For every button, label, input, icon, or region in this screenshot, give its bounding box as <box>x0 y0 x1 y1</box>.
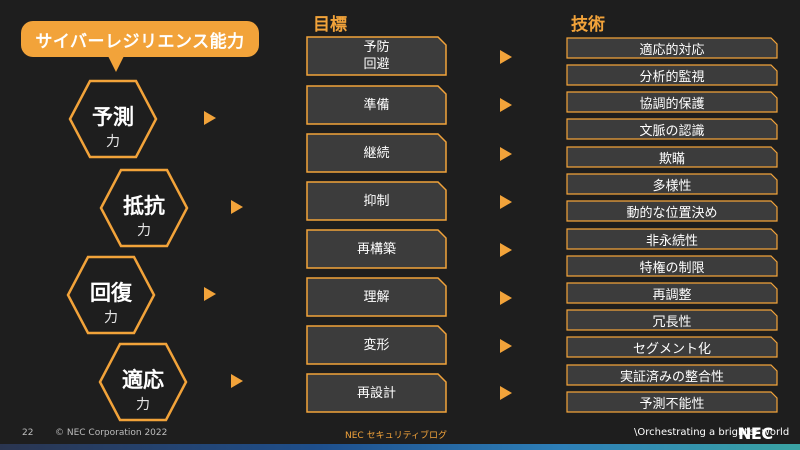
brand-tagline: \Orchestrating a brighter world <box>634 427 790 438</box>
badge-label: サイバーレジリエンス能力 <box>35 31 245 52</box>
technique-box: 多様性 <box>566 173 778 195</box>
technique-box: 冗長性 <box>566 309 778 331</box>
technique-box: 予測不能性 <box>566 391 778 413</box>
technique-box: 適応的対応 <box>566 37 778 59</box>
arrow-right-icon <box>500 147 512 161</box>
technique-box: 実証済みの整合性 <box>566 364 778 386</box>
goal-label: 再構築 <box>356 241 396 257</box>
badge-pointer <box>108 56 124 72</box>
technique-label: 適応的対応 <box>639 42 705 58</box>
technique-label: 特権の制限 <box>639 260 705 276</box>
technique-box: 分析的監視 <box>566 64 778 86</box>
tech-column-header: 技術 <box>571 15 605 35</box>
technique-box: 再調整 <box>566 282 778 304</box>
arrow-right-icon <box>500 291 512 305</box>
goal-label: 予防 回避 <box>363 40 390 72</box>
cyber-resilience-capability-badge: サイバーレジリエンス能力 <box>21 21 259 57</box>
arrow-right-icon <box>204 287 216 301</box>
goal-box: 変形 <box>306 325 447 365</box>
footer-blog-name: NEC セキュリティブログ <box>345 431 448 441</box>
technique-label: 予測不能性 <box>639 396 705 412</box>
capability-name: 予測 <box>92 105 134 129</box>
goal-label: 抑制 <box>363 193 390 209</box>
arrow-right-icon <box>500 50 512 64</box>
goal-label: 準備 <box>363 97 390 113</box>
capability-suffix: 力 <box>104 310 118 326</box>
bottom-gradient-bar <box>0 444 800 450</box>
technique-label: 冗長性 <box>652 314 692 330</box>
technique-label: 実証済みの整合性 <box>619 369 724 385</box>
technique-box: 協調的保護 <box>566 91 778 113</box>
goal-label: 理解 <box>363 289 390 305</box>
capability-hexagon-resist: 抵抗 力 <box>99 168 189 248</box>
goal-box: 準備 <box>306 85 447 125</box>
technique-label: 動的な位置決め <box>626 205 718 221</box>
page-number: 22 <box>22 428 34 438</box>
technique-label: 非永続性 <box>645 233 698 249</box>
capability-hexagon-adapt: 適応 力 <box>98 342 188 422</box>
goal-column-header: 目標 <box>313 15 347 35</box>
technique-label: 多様性 <box>652 178 692 194</box>
arrow-right-icon <box>500 243 512 257</box>
capability-hexagon-predict: 予測 力 <box>68 79 158 159</box>
technique-label: 文脈の認識 <box>639 123 705 139</box>
goal-box: 予防 回避 <box>306 36 447 76</box>
goal-box: 理解 <box>306 277 447 317</box>
nec-logo: NEC <box>738 424 773 443</box>
technique-box: 文脈の認識 <box>566 118 778 140</box>
arrow-right-icon <box>231 200 243 214</box>
arrow-right-icon <box>500 195 512 209</box>
arrow-right-icon <box>231 374 243 388</box>
goal-box: 抑制 <box>306 181 447 221</box>
arrow-right-icon <box>500 339 512 353</box>
capability-name: 抵抗 <box>123 194 165 218</box>
arrow-right-icon <box>500 98 512 112</box>
technique-box: 特権の制限 <box>566 255 778 277</box>
capability-suffix: 力 <box>137 223 151 239</box>
goal-label: 変形 <box>363 337 390 353</box>
goal-box: 継続 <box>306 133 447 173</box>
technique-label: セグメント化 <box>632 341 711 357</box>
technique-box: セグメント化 <box>566 336 778 358</box>
technique-label: 分析的監視 <box>639 69 705 85</box>
technique-box: 非永続性 <box>566 228 778 250</box>
capability-hexagon-recover: 回復 力 <box>66 255 156 335</box>
capability-name: 回復 <box>90 281 132 305</box>
technique-box: 欺瞞 <box>566 146 778 168</box>
technique-box: 動的な位置決め <box>566 200 778 222</box>
arrow-right-icon <box>500 386 512 400</box>
copyright: © NEC Corporation 2022 <box>55 428 168 438</box>
technique-label: 協調的保護 <box>639 96 705 112</box>
capability-suffix: 力 <box>136 397 150 413</box>
capability-name: 適応 <box>122 368 164 392</box>
capability-suffix: 力 <box>106 134 120 150</box>
technique-label: 欺瞞 <box>658 151 685 167</box>
goal-box: 再構築 <box>306 229 447 269</box>
goal-box: 再設計 <box>306 373 447 413</box>
arrow-right-icon <box>204 111 216 125</box>
technique-label: 再調整 <box>652 287 692 303</box>
goal-label: 再設計 <box>356 385 396 401</box>
goal-label: 継続 <box>363 145 390 161</box>
